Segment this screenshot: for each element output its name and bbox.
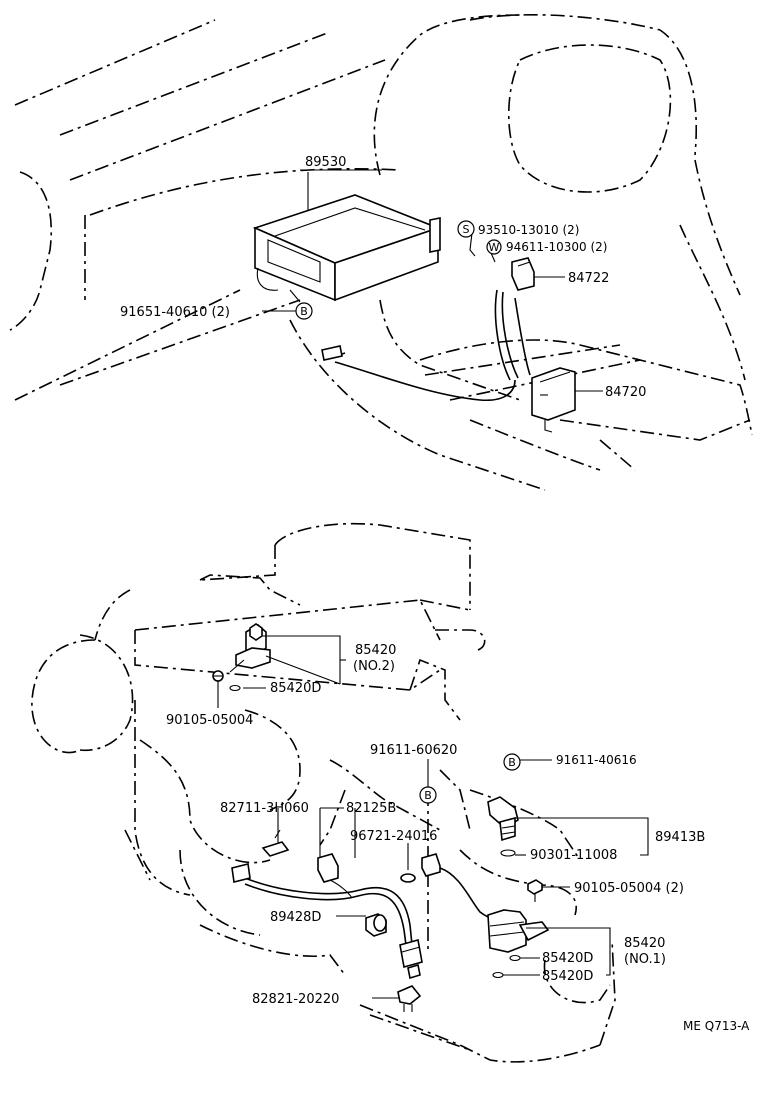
sensor-lower-left[interactable] (399, 938, 423, 980)
label-bolt-right-pair: 90105-05004 (2) (574, 881, 684, 896)
symbol-screw: S (457, 220, 475, 238)
label-sensor-right: 89413B (655, 830, 705, 845)
label-bolt-no2: 90105-05004 (166, 713, 253, 728)
connector-84722[interactable] (511, 257, 535, 291)
symbol-bolt-right: B (503, 753, 521, 771)
label-oring-no1-b: 85420D (542, 969, 593, 984)
label-screw: 93510-13010 (2) (478, 223, 580, 237)
sensor-no1[interactable] (487, 909, 550, 953)
label-clamp: 82711-3H060 (220, 801, 309, 816)
label-bolt-center: 91611-60620 (370, 743, 457, 758)
label-bolt-top: 91651-40610 (2) (120, 305, 230, 320)
leader-lines-bottom (217, 635, 649, 999)
ecu-89530[interactable] (252, 194, 441, 302)
symbol-washer: W (486, 239, 502, 255)
label-sensor-lower-left: 89428D (270, 910, 321, 925)
label-sensor-no1-part: 85420 (624, 936, 665, 951)
label-oring-no2: 85420D (270, 681, 321, 696)
svg-text:B: B (424, 789, 432, 802)
label-sensor-no2-part: 85420 (355, 643, 396, 658)
vehicle-interior-outline (9, 13, 753, 491)
clamp-82711[interactable] (261, 829, 290, 857)
svg-text:W: W (489, 241, 500, 254)
oring-no1-b (492, 971, 504, 979)
label-clip: 82821-20220 (252, 992, 339, 1007)
label-bolt-right: 91611-40616 (556, 753, 637, 767)
label-sensor-no1-note: (NO.1) (624, 952, 666, 967)
label-connector-lower: 84720 (605, 385, 646, 400)
bolt-no2[interactable] (212, 670, 224, 682)
oring-no1-a (509, 954, 521, 962)
bolt-90105-pair[interactable] (527, 879, 543, 902)
sensor-89413b[interactable] (487, 796, 519, 842)
label-sensor-no2-note: (NO.2) (353, 659, 395, 674)
engine-outline (31, 522, 616, 1063)
label-oring-right: 90301-11008 (530, 848, 617, 863)
connector-84720[interactable] (531, 367, 576, 433)
label-connector-upper: 84722 (568, 271, 609, 286)
label-washer: 94611-10300 (2) (506, 240, 608, 254)
symbol-bolt-top: B (295, 302, 313, 320)
diagram-id: ME Q713-A (683, 1019, 750, 1033)
svg-text:S: S (463, 223, 470, 236)
oring-89413b (500, 849, 516, 857)
svg-text:B: B (508, 756, 516, 769)
symbol-bolt-center: B (419, 786, 437, 804)
wire-harness-bottom (231, 853, 501, 946)
label-plug: 96721-24016 (350, 829, 437, 844)
sensor-89428d[interactable] (365, 913, 387, 937)
sensor-no2[interactable] (229, 623, 271, 673)
label-wire: 82125B (346, 801, 396, 816)
harness-cable-top (321, 289, 531, 402)
oring-no2 (229, 684, 241, 692)
clip-82821[interactable] (397, 985, 422, 1012)
plug-96721[interactable] (400, 873, 416, 883)
label-oring-no1-a: 85420D (542, 951, 593, 966)
label-ecu: 89530 (305, 155, 346, 170)
svg-text:B: B (300, 305, 308, 318)
